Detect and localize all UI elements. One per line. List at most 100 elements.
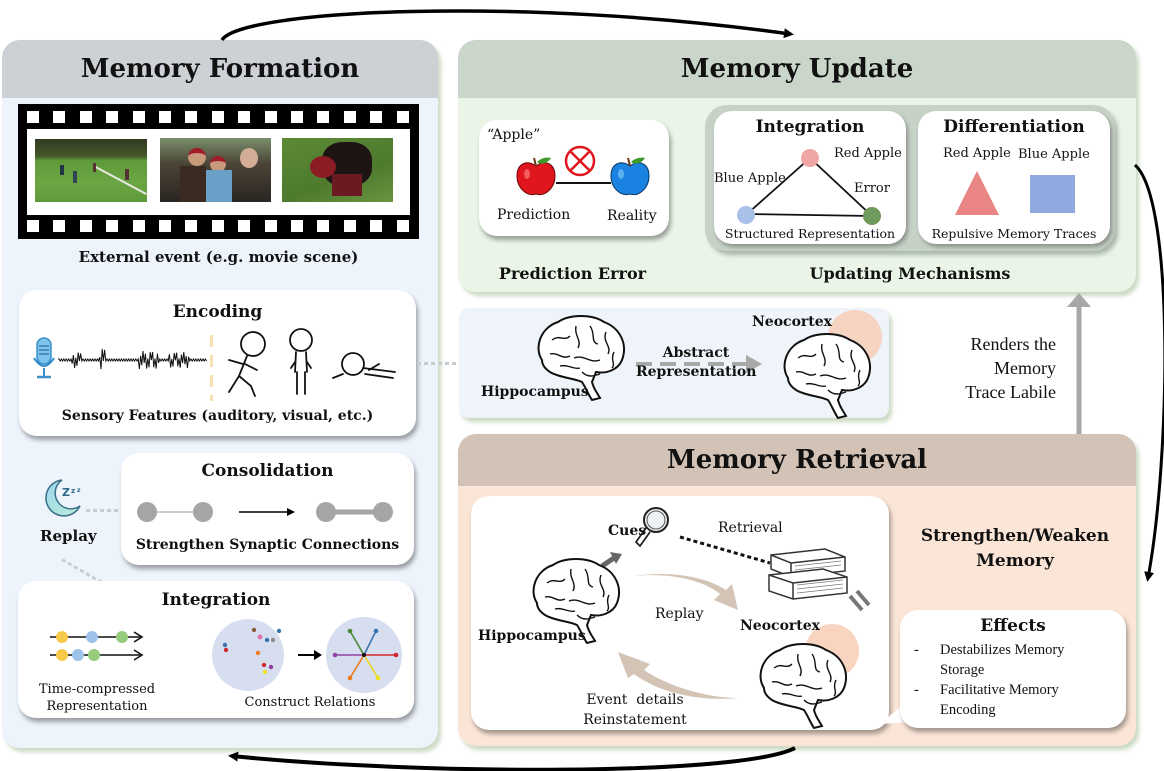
error-node — [863, 207, 881, 225]
svg-text:z: z — [71, 487, 75, 495]
differentiation-red-apple-label: Red Apple — [943, 146, 1011, 161]
memory-retrieval-title: Memory Retrieval — [666, 445, 928, 475]
microphone-icon — [33, 337, 55, 379]
cues-label: Cues — [608, 523, 647, 539]
differentiation-card: Differentiation Red Apple Blue Apple Rep… — [918, 111, 1110, 244]
strengthen-weaken-caption: Strengthen/Weaken Memory — [900, 524, 1130, 574]
film-sprocket-hole — [106, 220, 119, 232]
film-sprocket-hole — [185, 111, 198, 123]
replay-label: Replay — [40, 527, 97, 545]
effects-bullet: - — [914, 682, 919, 698]
time-compressed-caption-line1: Time-compressed — [38, 682, 156, 697]
memory-formation-header: Memory Formation — [2, 40, 438, 98]
abstract-representation-arrow — [636, 355, 762, 373]
prediction-reality-link — [556, 182, 611, 184]
film-sprocket-hole — [79, 111, 92, 123]
arrow-update-to-retrieval — [1133, 163, 1164, 582]
blue-apple-icon — [610, 157, 650, 196]
strength-line2: Memory — [976, 551, 1054, 571]
construct-relations-icon — [212, 617, 402, 693]
consolidation-card: Consolidation Strengthen Synaptic Connec… — [121, 453, 414, 565]
replay-curved-arrow — [634, 573, 738, 610]
structured-representation-caption: Structured Representation — [724, 226, 896, 241]
retrieval-hippocampus-label: Hippocampus — [478, 628, 586, 644]
film-sprockets-top — [18, 111, 419, 123]
encoding-to-bridge-connector — [417, 362, 462, 365]
film-sprocket-hole — [317, 111, 330, 123]
svg-text:Z: Z — [62, 486, 70, 499]
film-sprocket-hole — [211, 220, 224, 232]
memory-update-title: Memory Update — [680, 54, 914, 84]
magnifier-icon — [634, 507, 669, 548]
film-sprockets-bottom — [18, 220, 419, 232]
apple-quote-label: “Apple” — [487, 127, 541, 143]
abstract-label-line2: Representation — [636, 364, 757, 380]
film-frame-lacrosse-field-scene — [35, 139, 147, 202]
synapse-weak-strong-icon — [137, 502, 393, 522]
brain-hippocampus-icon — [537, 315, 625, 402]
effects-card: Effects - Destabilizes Memory Storage - … — [900, 610, 1126, 728]
effects-item-line1: Facilitative Memory — [940, 682, 1059, 698]
brain-retrieval-hippocampus-icon — [532, 558, 620, 645]
film-sprocket-hole — [396, 220, 409, 232]
abstract-label-line1: Abstract — [662, 345, 730, 361]
prediction-error-caption: Prediction Error — [498, 264, 647, 283]
film-sprocket-hole — [238, 220, 251, 232]
film-sprocket-hole — [291, 111, 303, 123]
bridge-hippocampus-label: Hippocampus — [481, 384, 589, 400]
effects-title: Effects — [980, 616, 1046, 636]
svg-text:z: z — [77, 487, 81, 494]
formation-integration-title: Integration — [161, 590, 271, 610]
consolidation-title: Consolidation — [201, 461, 334, 481]
formation-integration-card: Integration Time-compressed Representati… — [18, 581, 414, 718]
bridge-neocortex-label: Neocortex — [752, 314, 833, 330]
reality-label: Reality — [607, 208, 657, 224]
effects-item-text: Facilitative Memory Encoding — [940, 680, 1059, 720]
effects-item-line2: Storage — [940, 662, 985, 678]
red-triangle-trace — [955, 171, 999, 215]
retrieval-replay-label: Replay — [655, 606, 704, 622]
reinstatement-curved-arrow — [618, 652, 738, 699]
film-frame-area — [27, 129, 410, 215]
memory-retrieval-header: Memory Retrieval — [458, 434, 1136, 486]
repulsive-traces-caption: Repulsive Memory Traces — [931, 226, 1097, 241]
film-sprocket-hole — [264, 220, 277, 232]
film-sprocket-hole — [79, 220, 92, 232]
film-sprocket-hole — [343, 111, 356, 123]
brain-neocortex-icon — [783, 333, 871, 420]
construct-relations-caption: Construct Relations — [244, 695, 376, 710]
wrong-mark-icon — [564, 145, 596, 177]
film-strip — [18, 104, 419, 239]
film-sprocket-hole — [370, 111, 383, 123]
film-sprocket-hole — [370, 220, 383, 232]
labile-up-arrow — [1067, 293, 1091, 436]
encoding-title: Encoding — [172, 302, 263, 322]
labile-text: Renders the Memory Trace Labile — [918, 332, 1056, 404]
memory-update-header: Memory Update — [458, 40, 1136, 98]
film-sprocket-hole — [53, 111, 66, 123]
film-sprocket-hole — [264, 111, 277, 123]
books-icon — [768, 548, 848, 600]
differentiation-title: Differentiation — [943, 117, 1085, 137]
blue-apple-node — [737, 206, 755, 224]
strength-line1: Strengthen/Weaken — [920, 526, 1110, 546]
labile-line3: Trace Labile — [965, 382, 1056, 402]
time-compressed-caption: Time-compressed Representation — [22, 681, 172, 715]
blue-square-trace — [1030, 175, 1075, 213]
reinstatement-line1: Event details — [586, 692, 684, 708]
film-frame-crowd-scene — [160, 138, 271, 202]
differentiation-blue-apple-label: Blue Apple — [1018, 147, 1090, 162]
prediction-error-card: “Apple” Prediction Reality — [479, 120, 669, 236]
running-figure-icon — [228, 331, 266, 397]
update-integration-card: Integration Red Apple Blue Apple Error S… — [714, 111, 906, 244]
film-caption: External event (e.g. movie scene) — [78, 248, 359, 266]
standing-figure-icon — [289, 328, 313, 395]
film-sprocket-hole — [238, 111, 251, 123]
film-sprocket-hole — [27, 111, 39, 123]
retrieval-neocortex-label: Neocortex — [740, 618, 821, 634]
encoding-caption: Sensory Features (auditory, visual, etc.… — [61, 408, 374, 424]
relations-star — [332, 628, 399, 681]
equals-rotated-mark — [848, 589, 871, 612]
labile-line1: Renders the — [970, 334, 1056, 354]
prediction-label: Prediction — [497, 207, 571, 223]
